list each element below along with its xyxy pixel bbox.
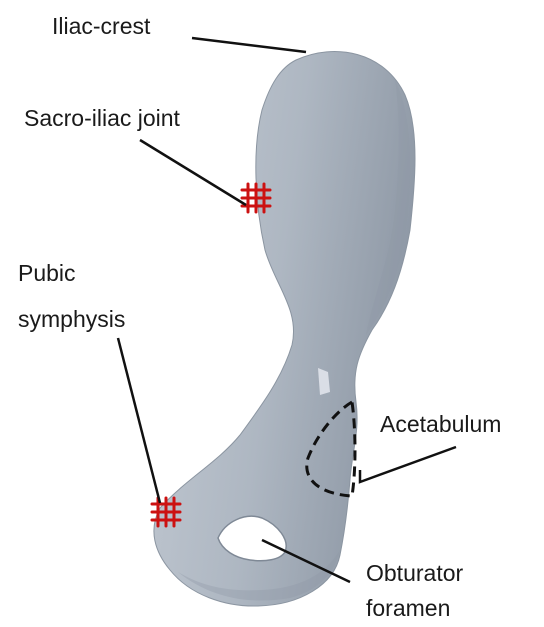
pubic-symphysis-label-line2: symphysis <box>18 306 125 332</box>
hip-bone <box>154 51 415 606</box>
iliac-crest-label: Iliac-crest <box>52 13 151 39</box>
obturator-foramen-label-line2: foramen <box>366 595 450 621</box>
sacro-iliac-joint-label: Sacro-iliac joint <box>24 105 181 131</box>
acetabulum-leader <box>360 447 456 482</box>
sacro-iliac-leader <box>140 140 246 205</box>
pubic-symphysis-leader <box>118 338 160 503</box>
obturator-foramen-label-line1: Obturator <box>366 560 463 586</box>
acetabulum-label: Acetabulum <box>380 411 501 437</box>
iliac-crest-leader <box>192 38 306 52</box>
pubic-symphysis-label-line1: Pubic <box>18 260 76 286</box>
